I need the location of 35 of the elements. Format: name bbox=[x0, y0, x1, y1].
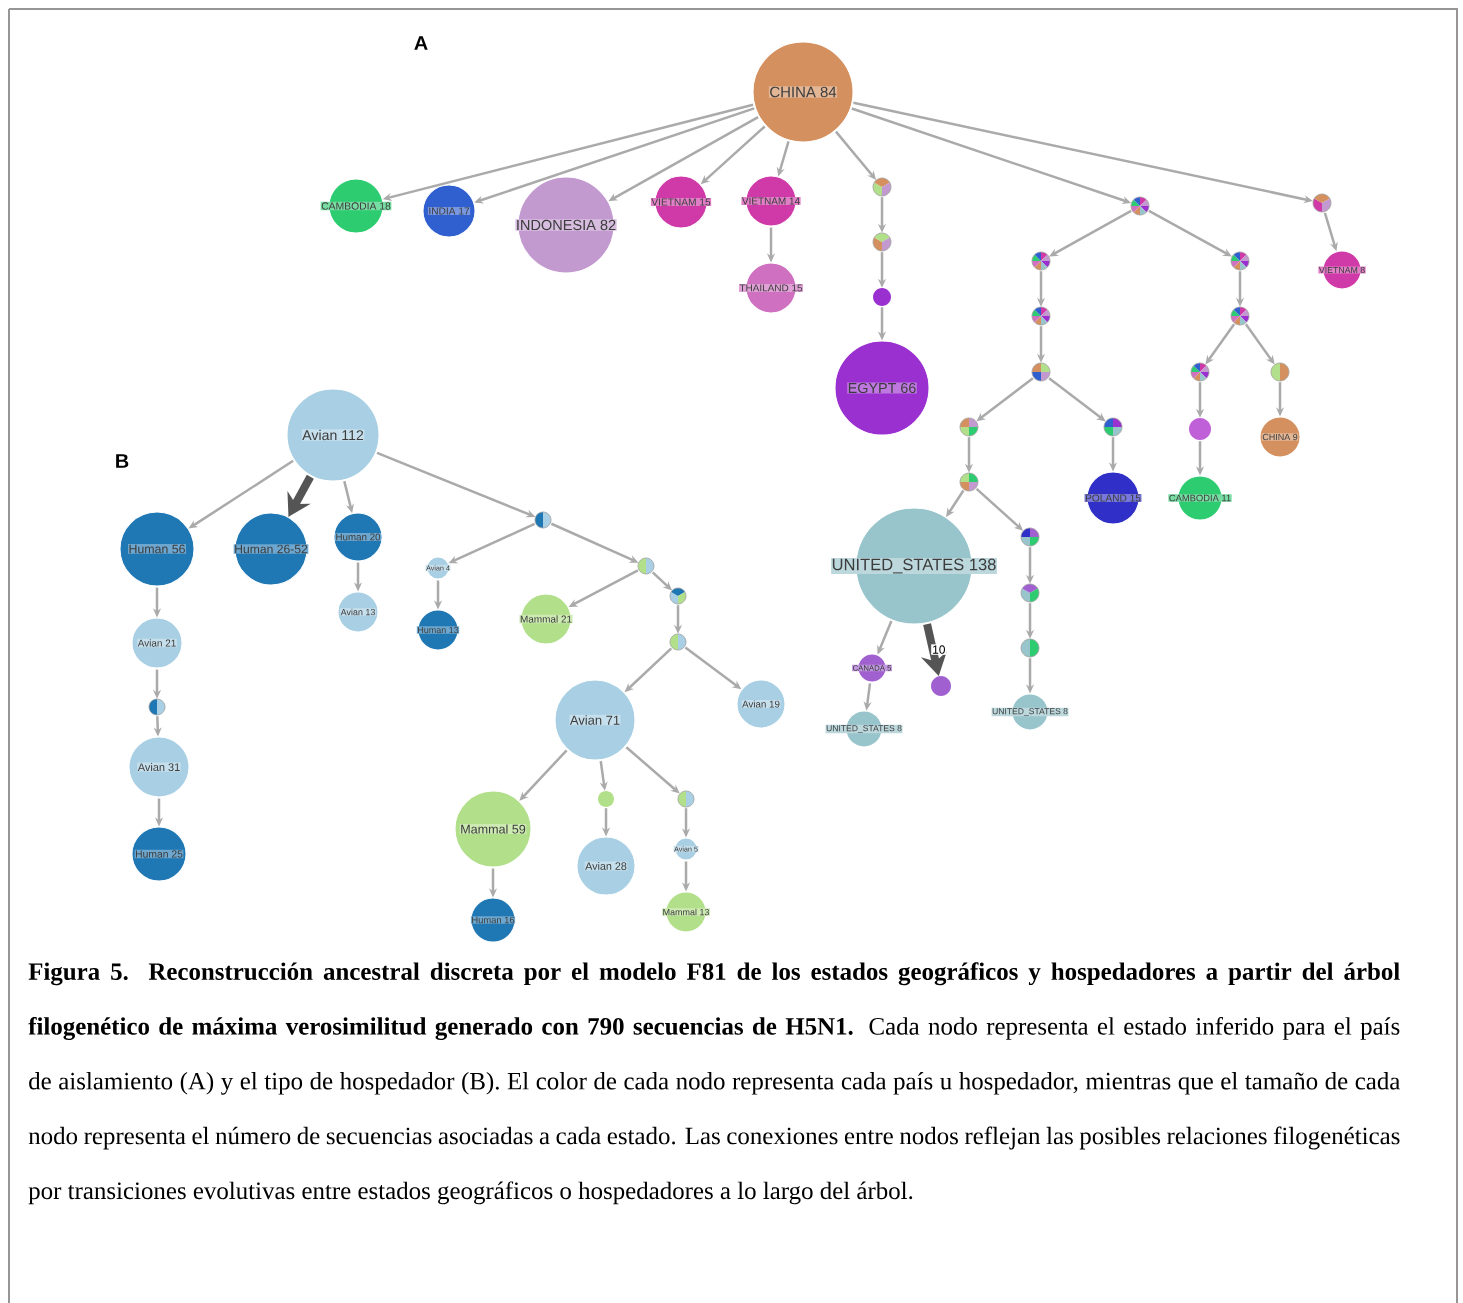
pie-node bbox=[1230, 251, 1250, 271]
arrow bbox=[519, 749, 568, 801]
pie-node bbox=[677, 790, 695, 808]
pie-node bbox=[534, 511, 552, 529]
pie-node bbox=[959, 417, 979, 437]
panel-label: A bbox=[414, 36, 428, 50]
pie-node bbox=[872, 177, 892, 197]
arrow bbox=[1049, 209, 1132, 257]
state-circle bbox=[873, 288, 891, 306]
state-circle bbox=[1189, 418, 1211, 440]
pie-node bbox=[1020, 638, 1040, 658]
pie-node bbox=[1312, 193, 1332, 213]
pie-node bbox=[148, 698, 166, 716]
pie-node bbox=[669, 633, 687, 651]
pie-node bbox=[1031, 251, 1051, 271]
pie-node bbox=[1270, 362, 1290, 382]
pie-node bbox=[1103, 417, 1123, 437]
pie-node bbox=[1020, 583, 1040, 603]
pie-node bbox=[1130, 196, 1150, 216]
arrow bbox=[1148, 209, 1232, 257]
pie-node bbox=[669, 587, 687, 605]
panel-label: B bbox=[116, 454, 129, 468]
pie-node bbox=[959, 472, 979, 492]
pie-node bbox=[1031, 306, 1051, 326]
state-circle bbox=[931, 676, 951, 696]
pie-node bbox=[1020, 527, 1040, 547]
figure-caption: Figura 5. Reconstrucción ancestral discreta por el modelo F81 de los estados geográficos y hospedadores a partir del árbol filogenético de máxima verosimilitud generado con 790 secuencias de H5N1. Cada nodo representa el estado inferido para el país de aislamiento (A) y el tipo de hospedador (B). El color de cada nodo representa cada país u hospedador, mientras que el tamaño de cada nodo representa el número de secuencias asociadas a cada estado. Las conexiones entre nodos reflejan las posibles relaciones filogenéticas por transiciones evolutivas entre estados geográficos o hospedadores a lo largo del árbol. bbox=[28, 962, 1401, 1205]
pie-node bbox=[637, 557, 655, 575]
pie-node bbox=[1190, 362, 1210, 382]
arrow bbox=[625, 746, 680, 794]
pie-node bbox=[1230, 306, 1250, 326]
pie-node bbox=[1031, 362, 1051, 382]
edge-label: 10 bbox=[931, 644, 947, 655]
state-circle bbox=[598, 791, 614, 807]
pie-node bbox=[872, 232, 892, 252]
